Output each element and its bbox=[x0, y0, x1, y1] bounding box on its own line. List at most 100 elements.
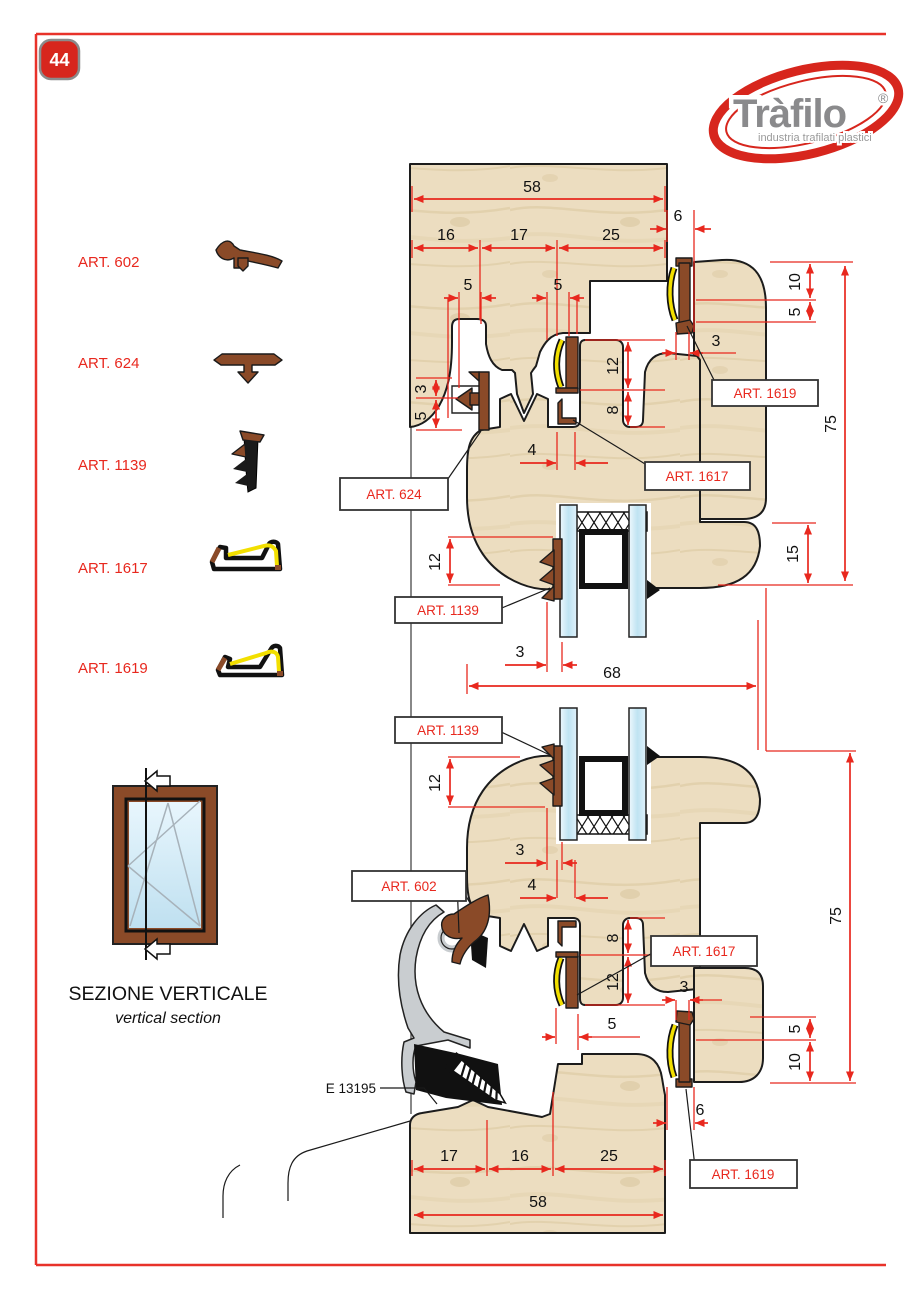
dim-lr-6: 6 bbox=[696, 1102, 705, 1119]
article-label-1139: ART. 1139 bbox=[78, 457, 147, 474]
callout-box-1139-bottom bbox=[394, 716, 503, 744]
window-type-icon bbox=[112, 768, 218, 961]
setting-block-upper bbox=[647, 580, 660, 599]
dim-right-3: 3 bbox=[712, 333, 721, 350]
dim-top-5b: 5 bbox=[554, 277, 563, 294]
glass-pane bbox=[628, 504, 647, 638]
sill-back-block bbox=[693, 967, 764, 1083]
dim-top-17: 17 bbox=[510, 227, 528, 244]
screw-icon bbox=[443, 1051, 507, 1105]
wall-break-lines bbox=[222, 1118, 418, 1218]
dim-mid-68: 68 bbox=[603, 665, 621, 682]
dim-bot-25: 25 bbox=[600, 1148, 618, 1165]
callout-1617-top: ART. 1617 bbox=[666, 469, 729, 484]
glazing-upper bbox=[539, 503, 660, 638]
dim-bot-17: 17 bbox=[440, 1148, 458, 1165]
dimensions: 58 16 17 25 6 5 5 bbox=[411, 179, 856, 1219]
article-label-602: ART. 602 bbox=[78, 254, 139, 271]
callout-box-1617-bottom bbox=[650, 935, 758, 967]
dim-bot-16: 16 bbox=[511, 1148, 529, 1165]
callout-602: ART. 602 bbox=[381, 879, 436, 894]
callout-box-602 bbox=[351, 870, 467, 902]
dim-glz-12: 12 bbox=[427, 553, 444, 571]
callout-1619-bottom: ART. 1619 bbox=[712, 1167, 775, 1182]
article-label-624: ART. 624 bbox=[78, 355, 139, 372]
dim-right-5: 5 bbox=[787, 307, 804, 316]
dim-lmid-8: 8 bbox=[605, 933, 622, 942]
dim-left-3: 3 bbox=[413, 384, 430, 393]
spacer-bar-upper bbox=[579, 529, 628, 589]
callout-1139-bottom: ART. 1139 bbox=[417, 723, 479, 738]
dim-glzl-4: 4 bbox=[528, 877, 537, 894]
article-label-1619: ART. 1619 bbox=[78, 660, 148, 677]
callout-1619-top: ART. 1619 bbox=[734, 386, 797, 401]
caption-title: SEZIONE VERTICALE bbox=[68, 983, 267, 1005]
technical-drawing: 58 16 17 25 6 5 5 bbox=[222, 163, 856, 1234]
dim-lr-75: 75 bbox=[828, 907, 845, 925]
glazing-lower bbox=[539, 707, 660, 844]
upper-sash-rail bbox=[466, 339, 761, 591]
gasket-1617-upper bbox=[553, 336, 579, 425]
dim-left-5: 5 bbox=[413, 411, 430, 420]
gasket-1619-lower bbox=[666, 1010, 695, 1088]
article-label-1617: ART. 1617 bbox=[78, 560, 148, 577]
screw-label: E 13195 bbox=[326, 1081, 376, 1096]
dim-mid-8: 8 bbox=[605, 405, 622, 414]
section-arrow-top-icon bbox=[143, 769, 171, 793]
callout-624: ART. 624 bbox=[366, 487, 422, 502]
page-number: 44 bbox=[49, 50, 69, 70]
logo-swoosh-icon bbox=[708, 60, 904, 164]
dim-bot-58: 58 bbox=[529, 1194, 547, 1211]
dim-top-5a: 5 bbox=[464, 277, 473, 294]
callout-box-624 bbox=[339, 477, 449, 511]
section-arrow-bottom-icon bbox=[143, 937, 171, 961]
sill-section bbox=[409, 1053, 666, 1234]
dim-glzl-12: 12 bbox=[427, 774, 444, 792]
profile-1619-icon bbox=[215, 643, 285, 678]
caption-subtitle: vertical section bbox=[115, 1010, 221, 1027]
dim-right-10: 10 bbox=[787, 273, 804, 291]
page-border bbox=[34, 32, 886, 1267]
gasket-1619-upper bbox=[666, 257, 695, 335]
dim-glzl-3: 3 bbox=[516, 842, 525, 859]
tilt-turn-symbol-icon bbox=[127, 800, 201, 927]
gasket-1139-upper bbox=[539, 538, 563, 602]
setting-block-lower bbox=[647, 746, 660, 765]
callouts: ART. 624 ART. 1617 ART. 1619 ART. 1139 A… bbox=[326, 325, 819, 1189]
weather-bar-assembly bbox=[397, 904, 507, 1105]
dim-top-6: 6 bbox=[674, 208, 683, 225]
glass-pane bbox=[628, 707, 647, 841]
dim-lr-3: 3 bbox=[680, 979, 689, 996]
dim-glz-3: 3 bbox=[516, 644, 525, 661]
callout-box-1139-top bbox=[394, 596, 503, 624]
dim-glz-15: 15 bbox=[785, 545, 802, 563]
callout-box-1619-top bbox=[711, 379, 819, 407]
profile-1617-icon bbox=[209, 539, 283, 572]
logo-tagline: industria trafilati plastici bbox=[758, 132, 872, 144]
dim-right-75: 75 bbox=[823, 415, 840, 433]
spacer-bar-lower bbox=[579, 756, 628, 816]
dim-top-25: 25 bbox=[602, 227, 620, 244]
logo-reg-mark: ® bbox=[878, 90, 889, 106]
gasket-1617-lower bbox=[553, 920, 579, 1009]
callout-box-1617-top bbox=[644, 461, 751, 491]
dim-top-16: 16 bbox=[437, 227, 455, 244]
dim-lmid-5: 5 bbox=[608, 1016, 617, 1033]
article-list: ART. 602 ART. 624 ART. 1139 ART. 1617 AR… bbox=[78, 240, 285, 678]
dim-mid-12: 12 bbox=[605, 357, 622, 375]
dim-lmid-12: 12 bbox=[605, 973, 622, 991]
logo-brand: Tràfilo bbox=[733, 92, 846, 136]
logo: Tràfilo ® industria trafilati plastici bbox=[708, 60, 904, 164]
callout-box-1619-bottom bbox=[689, 1159, 798, 1189]
callout-1617-bottom: ART. 1617 bbox=[673, 944, 736, 959]
callout-1139-top: ART. 1139 bbox=[417, 603, 479, 618]
dim-lr-10: 10 bbox=[787, 1053, 804, 1071]
dim-top-58: 58 bbox=[523, 179, 541, 196]
gasket-602 bbox=[440, 894, 491, 965]
profile-602-icon bbox=[215, 240, 283, 272]
section-caption: SEZIONE VERTICALE vertical section bbox=[68, 983, 267, 1027]
gasket-624 bbox=[455, 371, 490, 431]
dim-lr-5: 5 bbox=[787, 1024, 804, 1033]
